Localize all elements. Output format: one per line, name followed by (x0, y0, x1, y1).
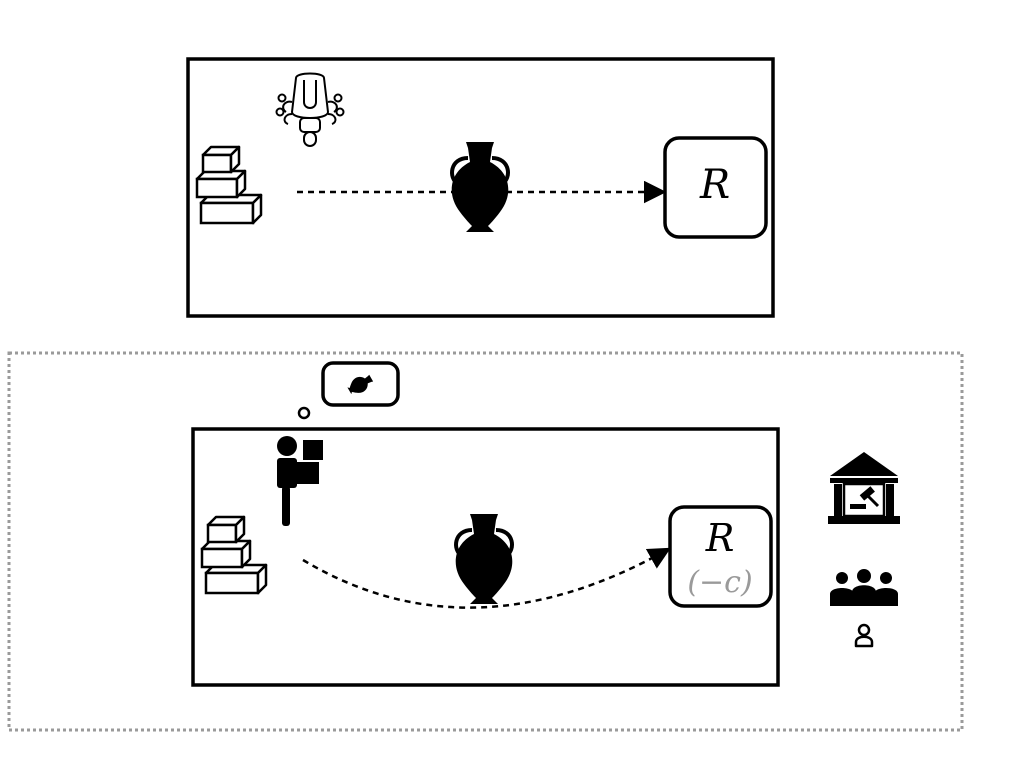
bottom-arrow (302, 547, 671, 609)
robot-icon (275, 72, 345, 147)
dashed-outer-frame (7, 351, 964, 732)
bottom-region: R (−c) (7, 351, 964, 732)
top-reward-label: R (699, 162, 730, 208)
group-of-people-icon (830, 569, 898, 606)
single-person-outline-icon (854, 623, 874, 648)
bottom-reward-label: R (705, 516, 735, 560)
courthouse-gavel-icon (828, 452, 900, 524)
bottom-reward-box (668, 505, 773, 608)
cost-label: (−c) (687, 565, 752, 600)
thought-bubble-icon (297, 361, 400, 420)
person-carrying-box-icon (277, 436, 323, 526)
top-panel: R (186, 57, 775, 318)
top-reward-box (663, 136, 768, 239)
